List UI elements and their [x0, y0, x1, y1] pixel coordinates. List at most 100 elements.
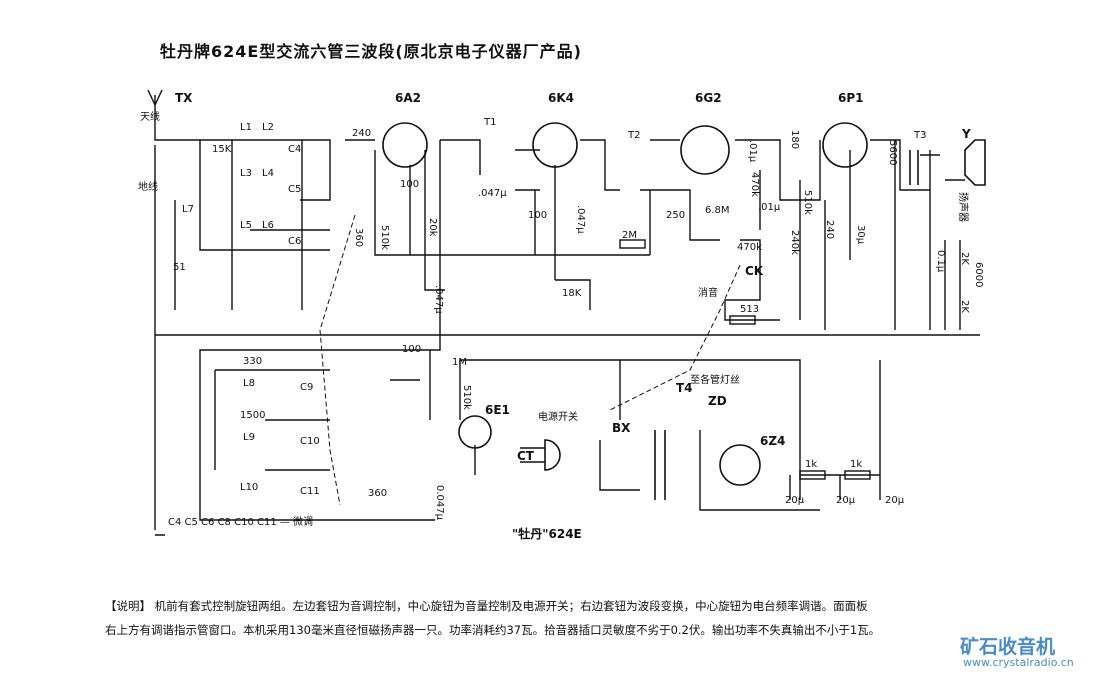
label-l10: L10: [240, 482, 258, 493]
label-antenna: 天线: [140, 110, 160, 123]
label-15k: 15K: [212, 144, 232, 155]
tube-6p1: [822, 122, 868, 168]
label-l5: L5: [240, 220, 252, 231]
label-2k: 2K: [959, 252, 970, 265]
label-l2: L2: [262, 122, 274, 133]
label-180: 180: [789, 130, 800, 149]
label-047: .047μ: [433, 285, 444, 314]
wires: [154, 95, 980, 536]
plug-icon: [520, 439, 561, 471]
label-trim: C4 C5 C6 C8 C10 C11 — 微调: [168, 515, 313, 528]
label-speaker: 扬声器: [957, 192, 970, 222]
label-model: "牡丹"624E: [512, 526, 582, 541]
label-mute: 消音: [698, 286, 718, 299]
label-c5: C5: [288, 184, 301, 195]
label-ck: CK: [745, 264, 764, 278]
label-l4: L4: [262, 168, 274, 179]
label-2m: 2M: [622, 230, 637, 241]
label-240: 240: [824, 220, 835, 239]
label-6-8m: 6.8M: [705, 205, 730, 216]
label-250: 250: [666, 210, 685, 221]
label-6a2: 6A2: [395, 91, 421, 105]
label-51: 51: [173, 262, 186, 273]
component-labels: TX 天线 地线 L1 L2 15K C4 L3 L4 C5 L5 L6 C6 …: [138, 91, 984, 541]
label-l3: L3: [240, 168, 252, 179]
label-0-047u: 0.047μ: [434, 485, 445, 521]
label-240k: 240k: [789, 230, 800, 255]
label-t1: T1: [483, 117, 496, 128]
tubes: [147, 89, 986, 500]
label-360: 360: [353, 228, 364, 247]
label-6z4: 6Z4: [760, 434, 785, 448]
label-t2: T2: [627, 130, 640, 141]
label-c9: C9: [300, 382, 313, 393]
label-1500: 1500: [240, 410, 265, 421]
tube-6a2: [382, 122, 428, 168]
label-513: 513: [740, 304, 759, 315]
label-6p1: 6P1: [838, 91, 864, 105]
transformer-t3: [909, 150, 919, 185]
label-330: 330: [243, 356, 262, 367]
label-100: 100: [400, 179, 419, 190]
description-line-1: 【说明】 机前有套式控制旋钮两组。左边套钮为音调控制，中心旋钮为音量控制及电源开…: [105, 599, 868, 613]
label-20u: 20μ: [885, 495, 905, 506]
resistor-1k: [799, 470, 826, 480]
label-510k: 510k: [379, 225, 390, 250]
label-l7: L7: [182, 204, 194, 215]
label-bx: BX: [612, 421, 631, 435]
label-t3: T3: [913, 130, 926, 141]
label-01: .01μ: [758, 202, 781, 213]
label-20k: 20k: [427, 218, 438, 237]
description-line-2: 右上方有调谐指示管窗口。本机采用130毫米直径恒磁扬声器一只。功率消耗约37瓦。…: [105, 623, 881, 637]
label-047: .047μ: [478, 188, 507, 199]
resistor-513: [729, 315, 756, 325]
label-1m: 1M: [452, 357, 467, 368]
label-18k: 18K: [562, 288, 582, 299]
label-2k: 2K: [959, 300, 970, 313]
label-6k4: 6K4: [548, 91, 574, 105]
label-zd: ZD: [708, 394, 727, 408]
resistor-2m: [619, 239, 646, 249]
label-20u: 20μ: [836, 495, 856, 506]
label-6g2: 6G2: [695, 91, 722, 105]
label-c10: C10: [300, 436, 320, 447]
label-510k: 510k: [802, 190, 813, 215]
label-l1: L1: [240, 122, 252, 133]
label-01: .01μ: [747, 140, 758, 163]
label-6000: 6000: [973, 262, 984, 287]
label-ground: 地线: [138, 180, 158, 193]
label-1k: 1k: [850, 459, 862, 470]
label-1k: 1k: [805, 459, 817, 470]
label-047: .047μ: [575, 205, 586, 234]
transformer-t4: [654, 430, 666, 500]
diagram-title: 牡丹牌624E型交流六管三波段(原北京电子仪器厂产品): [160, 42, 582, 61]
speaker-icon: [964, 139, 986, 186]
label-t4: T4: [676, 381, 693, 395]
label-tx: TX: [175, 91, 193, 105]
label-100: 100: [528, 210, 547, 221]
label-c6: C6: [288, 236, 301, 247]
label-20u: 20μ: [785, 495, 805, 506]
label-30u: 30μ: [855, 225, 866, 245]
tube-6z4: [719, 444, 761, 486]
label-c4: C4: [288, 144, 301, 155]
tube-6k4: [532, 122, 578, 168]
label-power-switch: 电源开关: [538, 410, 578, 423]
label-l9: L9: [243, 432, 255, 443]
label-5600: 5600: [887, 140, 898, 165]
antenna-icon: [147, 89, 163, 107]
label-240: 240: [352, 128, 371, 139]
label-470k: 470k: [749, 172, 760, 197]
label-l8: L8: [243, 378, 255, 389]
label-c11: C11: [300, 486, 320, 497]
label-filament: 至各管灯丝: [690, 373, 740, 386]
label-6e1: 6E1: [485, 403, 510, 417]
label-y: Y: [961, 127, 971, 141]
resistor-1k: [844, 470, 871, 480]
watermark-url: www.crystalradio.cn: [963, 656, 1074, 669]
label-360: 360: [368, 488, 387, 499]
label-510k: 510k: [461, 385, 472, 410]
tube-6e1: [458, 415, 492, 449]
label-l6: L6: [262, 220, 274, 231]
